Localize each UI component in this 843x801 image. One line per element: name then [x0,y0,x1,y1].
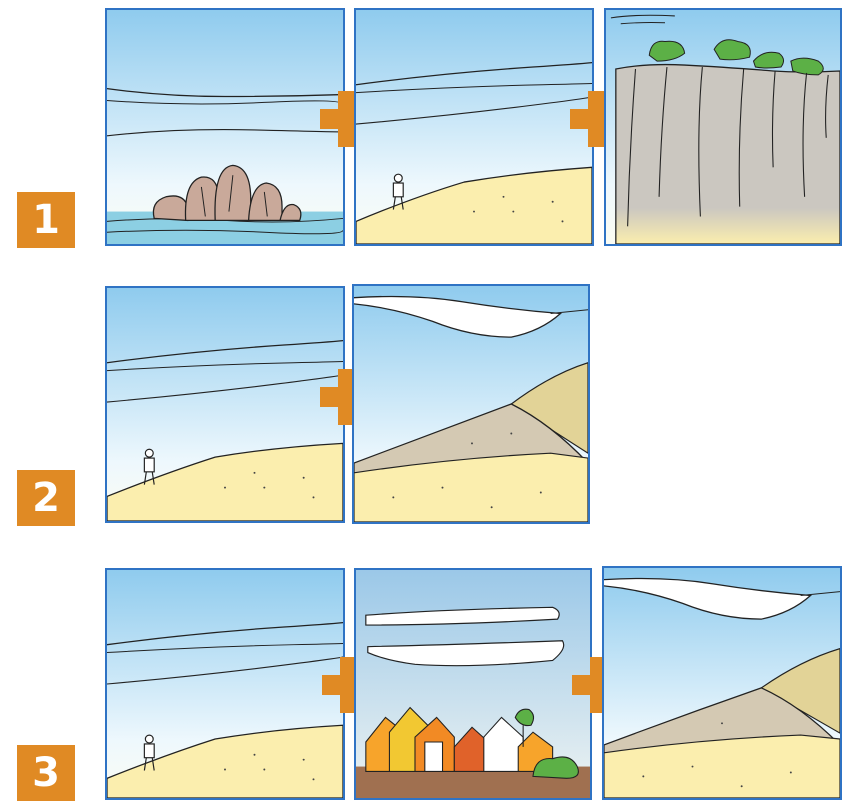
row-number: 1 [32,197,60,243]
panel-cloud-over-hills [602,566,842,800]
row-number: 3 [32,750,60,796]
panel-cloud-over-hills [352,284,590,524]
panel-village-houses [354,568,592,800]
row-number-badge: 3 [17,745,75,801]
panel-dune-with-figure [354,8,594,246]
panel-dune-with-figure [105,286,345,523]
panel-dune-with-figure [105,568,345,800]
panel-rock-islet [105,8,345,246]
row-number: 2 [32,475,60,521]
panel-cliff-face [604,8,842,246]
row-number-badge: 1 [17,192,75,248]
row-number-badge: 2 [17,470,75,526]
